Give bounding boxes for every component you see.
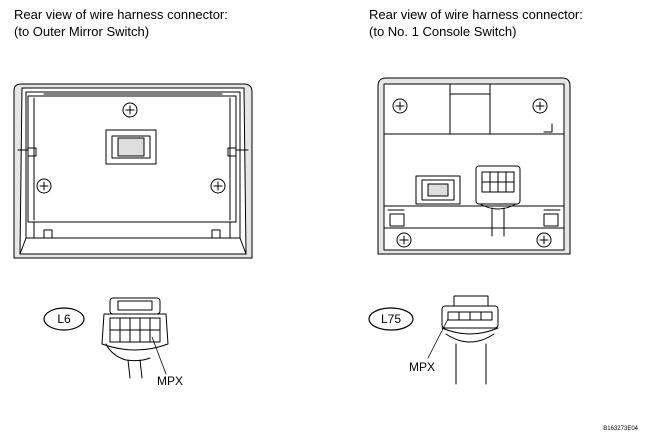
screw-icon bbox=[210, 178, 226, 194]
mirror-switch-socket bbox=[105, 129, 157, 165]
l75-callout-ellipse bbox=[368, 307, 414, 331]
console-switch-small-socket bbox=[415, 175, 461, 205]
screw-icon bbox=[396, 232, 412, 248]
screw-icon bbox=[392, 98, 408, 114]
connector-code-l75: L75 bbox=[380, 312, 402, 326]
screw-icon bbox=[536, 232, 552, 248]
figure-code: B163273E04 bbox=[603, 426, 638, 432]
screw-icon bbox=[532, 98, 548, 114]
right-caption-line1: Rear view of wire harness connector: bbox=[369, 7, 583, 22]
l75-connector-drawing bbox=[427, 295, 499, 385]
terminal-label-mpx-left: MPX bbox=[157, 374, 184, 388]
l6-callout-ellipse bbox=[43, 307, 85, 331]
screw-icon bbox=[36, 178, 52, 194]
terminal-label-mpx-right: MPX bbox=[409, 360, 436, 374]
console-switch-plugged-connector bbox=[475, 165, 521, 237]
left-caption-line2: (to Outer Mirror Switch) bbox=[14, 24, 150, 39]
right-caption: Rear view of wire harness connector: (to… bbox=[369, 6, 583, 40]
console-switch-housing bbox=[377, 77, 571, 255]
left-caption-line1: Rear view of wire harness connector: bbox=[14, 7, 228, 22]
outer-mirror-switch-housing bbox=[13, 83, 253, 259]
screw-icon bbox=[122, 102, 138, 118]
l6-connector-drawing bbox=[101, 297, 169, 379]
right-caption-line2: (to No. 1 Console Switch) bbox=[369, 24, 517, 39]
left-caption: Rear view of wire harness connector: (to… bbox=[14, 6, 228, 40]
connector-code-l6: L6 bbox=[57, 312, 71, 326]
